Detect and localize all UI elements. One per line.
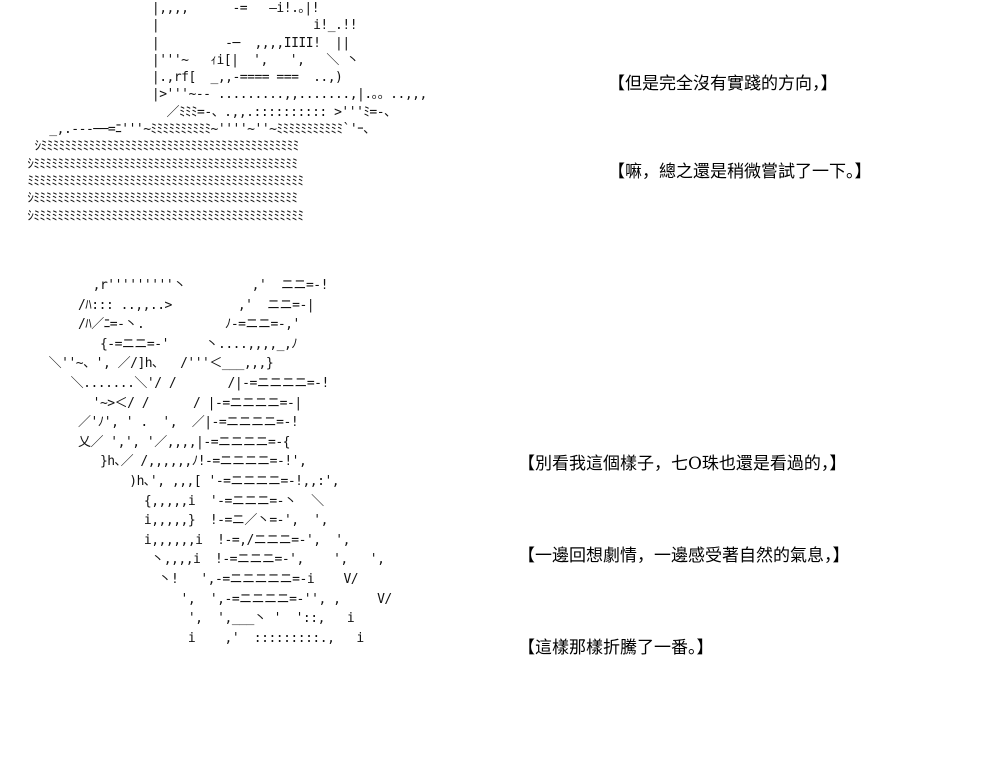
caption-line: 【但是完全沒有實踐的方向，】: [608, 74, 838, 94]
caption-line: 【嘛，總之還是稍微嘗試了一下。】: [608, 162, 872, 182]
ascii-art-drawing-top: |,,,, -= —i!.｡|! | i!_.!! | -─ ,,,,IIII!…: [27, 1, 427, 224]
ascii-art-drawing-bottom: ,r'''''''''丶 ,' ニニ=-! /ﾊ::: ..,,..> ,' ニ…: [48, 278, 393, 646]
caption-line: 【一邊回想劇情，一邊感受著自然的氣息，】: [518, 546, 850, 566]
caption-line: 【這樣那樣折騰了一番。】: [518, 638, 714, 658]
caption-line: 【別看我這個樣子，七O珠也還是看過的，】: [518, 454, 847, 474]
